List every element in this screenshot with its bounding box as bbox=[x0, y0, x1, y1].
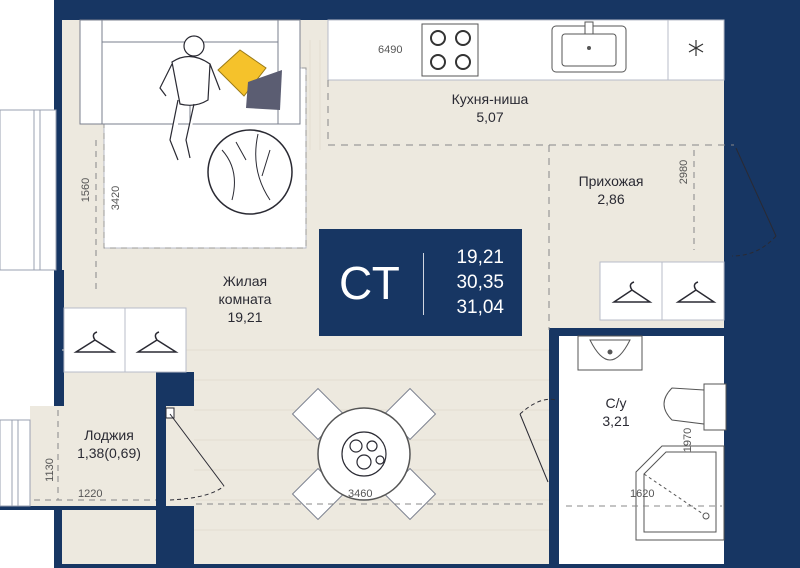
wardrobe-living bbox=[63, 307, 187, 373]
window-left bbox=[0, 109, 57, 271]
dim-living-height: 3420 bbox=[110, 185, 122, 211]
wall-loggia-right bbox=[156, 406, 166, 506]
wall-left-block bbox=[54, 270, 64, 406]
shower-icon bbox=[635, 445, 725, 541]
wall-top bbox=[54, 0, 734, 20]
door-bathroom bbox=[519, 398, 557, 483]
wall-loggia-bottom bbox=[0, 506, 160, 510]
kitchen-area: 5,07 bbox=[476, 109, 504, 125]
bathroom-wall-left bbox=[549, 330, 559, 566]
wall-living-bottom-left bbox=[156, 506, 194, 568]
food-plate-icon bbox=[341, 431, 387, 477]
area-total: 30,35 bbox=[456, 272, 504, 293]
kitchen-name: Кухня-ниша bbox=[451, 91, 529, 107]
loggia-area: 1,38(0,69) bbox=[77, 445, 141, 461]
toilet-icon bbox=[663, 383, 727, 431]
hallway-name: Прихожая bbox=[578, 173, 644, 189]
apartment-type: СТ bbox=[339, 257, 401, 309]
bathroom-area: 3,21 bbox=[602, 413, 630, 429]
window-loggia bbox=[0, 419, 31, 507]
living-name-line1: Жилая bbox=[222, 273, 268, 289]
area-living: 19,21 bbox=[456, 247, 504, 268]
loggia-floor bbox=[30, 406, 156, 506]
person-icon bbox=[159, 35, 221, 161]
kitchen-niche-boundary bbox=[327, 80, 734, 146]
hallway-label: Прихожая 2,86 bbox=[556, 172, 666, 208]
loggia-label: Лоджия 1,38(0,69) bbox=[66, 426, 152, 462]
bathroom-name: С/у bbox=[605, 395, 627, 411]
wardrobe-hall bbox=[599, 261, 725, 321]
door-entrance bbox=[731, 147, 777, 257]
door-loggia bbox=[165, 407, 225, 501]
apartment-badge: СТ 19,21 30,35 31,04 bbox=[319, 229, 522, 336]
dimension-lines bbox=[34, 140, 722, 507]
dim-living-width: 3460 bbox=[348, 488, 373, 500]
bath-sink bbox=[577, 335, 643, 371]
loggia-name: Лоджия bbox=[84, 427, 134, 443]
coffee-table bbox=[207, 129, 293, 215]
dim-kitchen-width: 6490 bbox=[378, 44, 403, 56]
kitchen-label: Кухня-ниша 5,07 bbox=[430, 90, 550, 126]
wall-right-block bbox=[724, 258, 800, 568]
hallway-area: 2,86 bbox=[597, 191, 625, 207]
hanger-icon bbox=[73, 281, 717, 353]
pillow-yellow bbox=[217, 49, 267, 97]
living-name-line2: комната bbox=[218, 291, 272, 307]
dining-set bbox=[291, 387, 437, 521]
dim-bath-width: 1620 bbox=[630, 488, 655, 500]
living-label: Жилая комната 19,21 bbox=[190, 272, 300, 326]
wall-left-pier bbox=[156, 372, 194, 406]
apartment-areas: 19,21 30,35 31,04 bbox=[456, 245, 504, 320]
dim-bath-height: 1970 bbox=[682, 427, 694, 453]
badge-separator bbox=[423, 253, 424, 315]
dim-sofa-depth: 1560 bbox=[80, 177, 92, 203]
wall-right-upper bbox=[734, 0, 800, 145]
bathroom-wall-top bbox=[549, 328, 729, 336]
pillow-dark bbox=[246, 70, 282, 110]
kitchen-counter bbox=[327, 19, 725, 81]
dim-loggia-width: 1220 bbox=[78, 488, 103, 500]
dim-loggia-height: 1130 bbox=[44, 458, 56, 482]
snowflake-icon bbox=[688, 40, 704, 56]
living-area: 19,21 bbox=[227, 309, 263, 325]
dim-hall-height: 2980 bbox=[678, 159, 690, 185]
bathroom-label: С/у 3,21 bbox=[586, 394, 646, 430]
area-with-loggia: 31,04 bbox=[456, 297, 504, 318]
